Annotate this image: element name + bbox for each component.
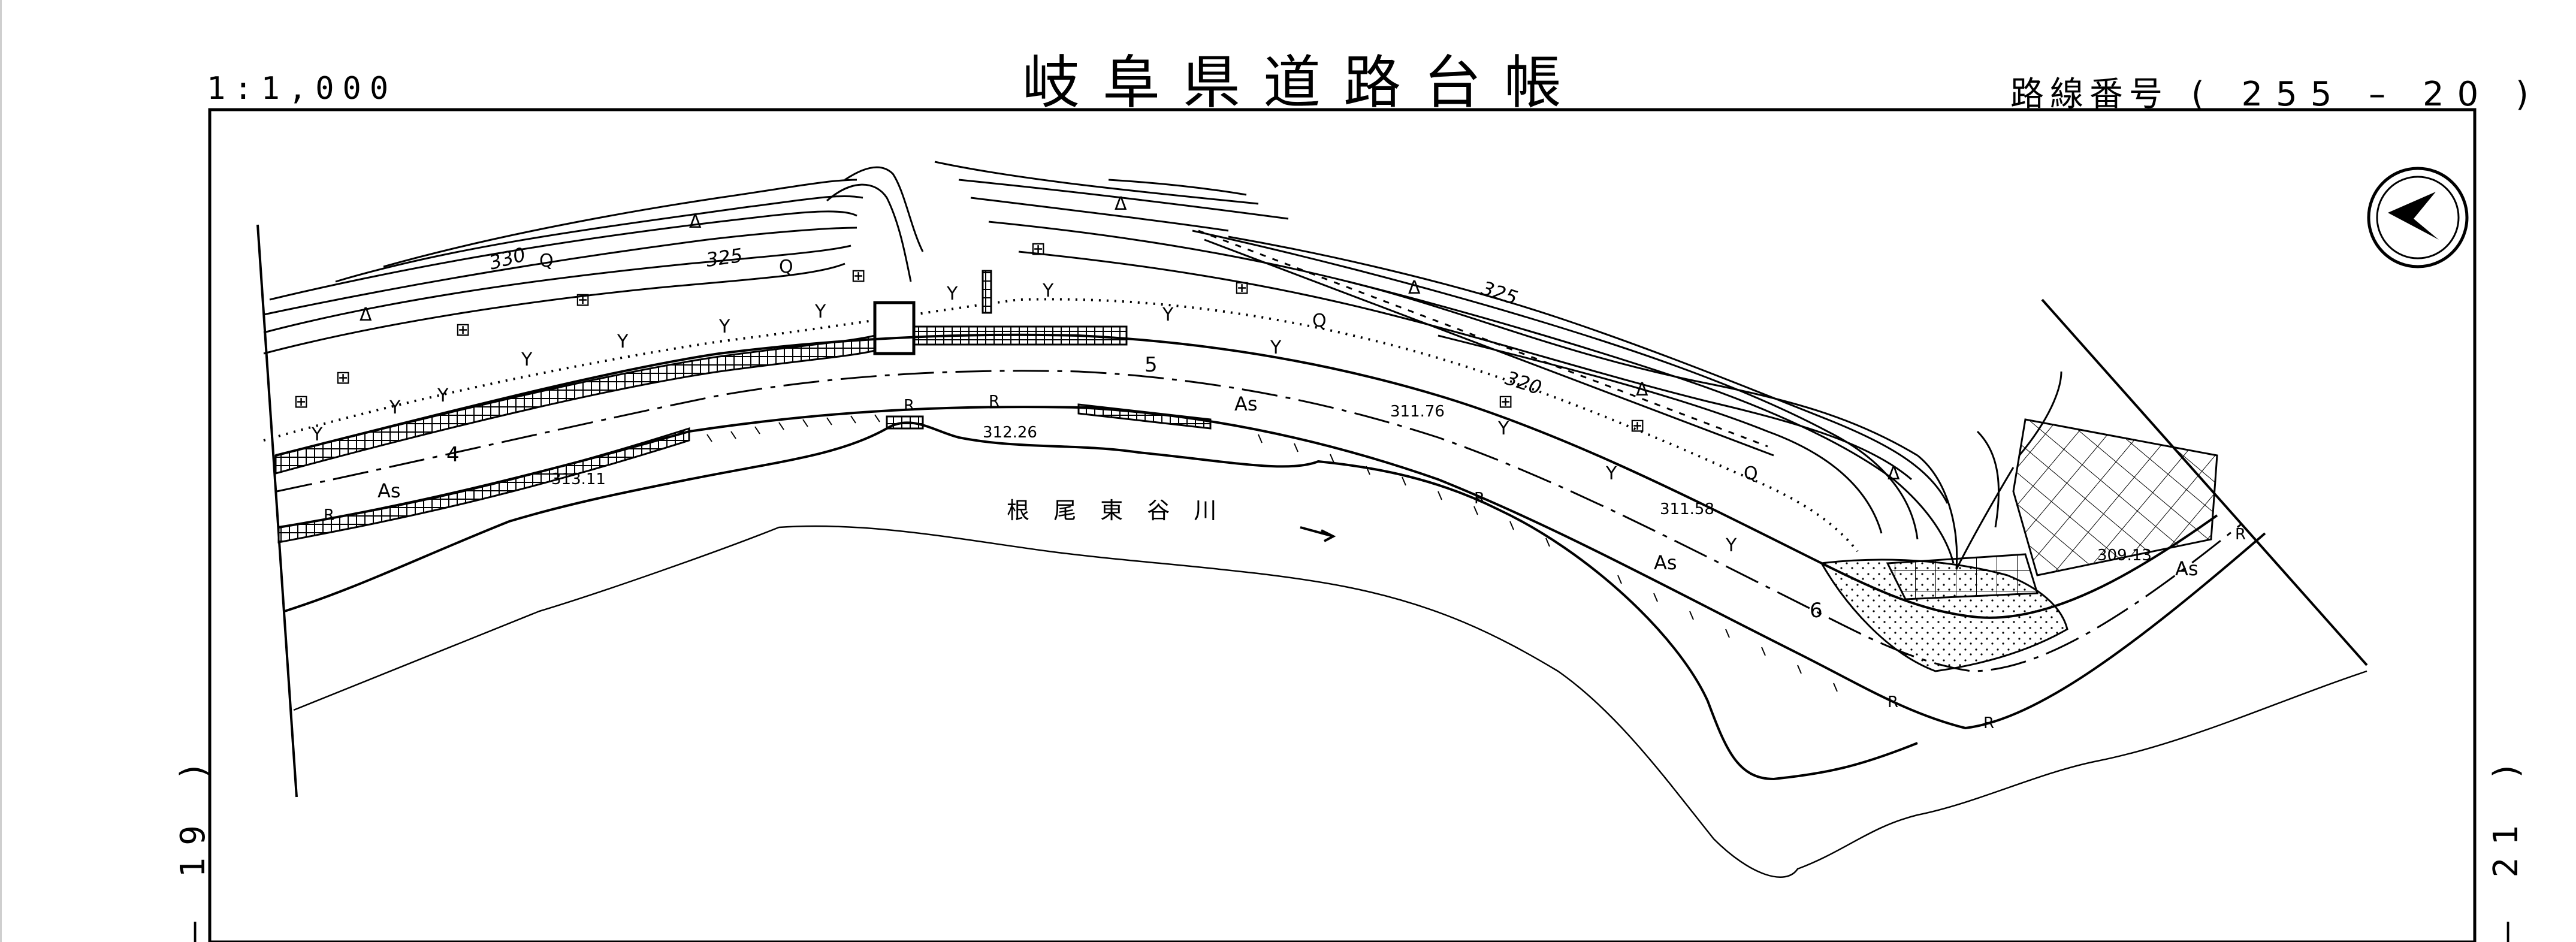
north-arrow-icon [2367, 167, 2469, 268]
contour-label: 325 [705, 244, 744, 271]
svg-text:⊞: ⊞ [455, 319, 470, 340]
elevation-label: 311.76 [1390, 403, 1445, 421]
curb-mark: R [989, 393, 999, 410]
svg-text:Y: Y [1725, 535, 1737, 556]
flow-arrow-icon [1300, 526, 1336, 542]
contour-label: 330 [487, 243, 528, 274]
page-edge [0, 0, 2, 942]
svg-text:Y: Y [521, 349, 533, 370]
elevation-label: 312.26 [983, 424, 1037, 442]
svg-text:Y: Y [1162, 304, 1174, 325]
curb-mark: R [324, 506, 334, 524]
svg-text:Y: Y [814, 301, 826, 322]
svg-text:Y: Y [718, 316, 730, 337]
river-name: 根 尾 東 谷 川 [1007, 497, 1225, 524]
svg-text:⊞: ⊞ [1031, 238, 1046, 259]
svg-text:⊞: ⊞ [294, 391, 309, 412]
svg-text:Y: Y [1042, 280, 1054, 301]
svg-text:Q: Q [1312, 310, 1327, 331]
curb-mark: R [904, 397, 914, 415]
curb-mark: R [1888, 693, 1898, 711]
svg-text:Y: Y [311, 424, 323, 445]
svg-text:Y: Y [946, 283, 958, 304]
route-number-label: 路線番号 ( 255 – 20 ) [2010, 67, 2542, 116]
route-number: ( 255 – 20 ) [2191, 75, 2542, 114]
svg-text:Q: Q [1744, 463, 1758, 484]
svg-text:⊞: ⊞ [1498, 391, 1513, 412]
svg-text:Q: Q [539, 250, 554, 271]
map-frame [208, 108, 2477, 942]
road-width-label: 6 [1810, 599, 1823, 623]
pavement-mark: As [2175, 557, 2198, 580]
curb-mark: R [1474, 490, 1485, 508]
svg-text:Q: Q [779, 256, 793, 277]
svg-text:⊞: ⊞ [851, 265, 866, 286]
pavement-mark: As [1234, 393, 1258, 415]
svg-text:Δ: Δ [1888, 463, 1900, 484]
curb-mark: R [2235, 526, 2246, 544]
svg-text:Δ: Δ [689, 212, 702, 233]
svg-text:Y: Y [1270, 337, 1282, 358]
svg-text:Δ: Δ [1636, 379, 1648, 400]
svg-text:Y: Y [1497, 418, 1509, 439]
svg-text:Y: Y [437, 385, 449, 406]
svg-text:⊞: ⊞ [336, 367, 351, 388]
route-label: 路線番号 [2010, 75, 2169, 114]
road-width-label: 5 [1144, 353, 1158, 377]
svg-text:⊞: ⊞ [1630, 415, 1645, 436]
svg-text:Δ: Δ [1408, 277, 1421, 298]
curb-mark: R [1983, 714, 1994, 732]
pavement-mark: As [378, 479, 401, 502]
road-width-label: 4 [446, 443, 460, 467]
svg-text:⊞: ⊞ [575, 289, 590, 310]
scale-label: 1:1,000 [207, 71, 397, 107]
map-title: 岐阜県道路台帳 [1022, 49, 1584, 116]
svg-text:Y: Y [1605, 463, 1617, 484]
svg-text:Y: Y [617, 331, 629, 352]
svg-text:Y: Y [389, 397, 401, 418]
elevation-label: 311.58 [1660, 500, 1714, 518]
elevation-label: 313.11 [551, 470, 606, 488]
svg-text:Δ: Δ [1115, 194, 1127, 215]
svg-text:⊞: ⊞ [1234, 277, 1249, 298]
svg-text:Δ: Δ [360, 304, 372, 325]
pavement-mark: As [1654, 551, 1677, 574]
elevation-label: 309.13 [2097, 547, 2152, 564]
